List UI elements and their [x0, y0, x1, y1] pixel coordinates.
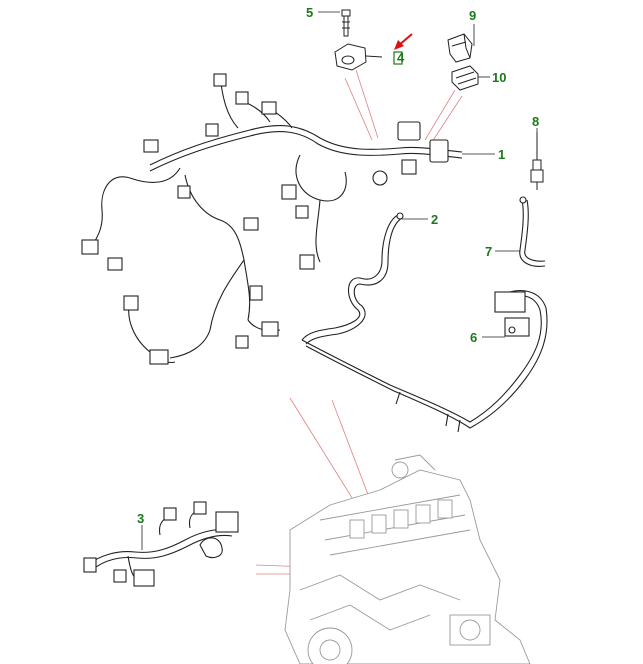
- callout-4: 4: [397, 50, 405, 65]
- part-9-connector-cover[interactable]: [447, 33, 473, 63]
- part-2-ground-cable[interactable]: [301, 212, 404, 345]
- callout-leaders: [141, 11, 538, 550]
- part-7-cable[interactable]: [519, 196, 546, 267]
- part-10-connector[interactable]: [451, 65, 479, 91]
- callout-8: 8: [532, 114, 539, 129]
- callout-3: 3: [137, 511, 144, 526]
- callout-1: 1: [498, 147, 505, 162]
- part-8-sensor[interactable]: [530, 132, 544, 190]
- part-5-bolt[interactable]: [341, 9, 351, 37]
- part-3-injector-harness[interactable]: [83, 501, 239, 587]
- engine-block: [284, 454, 531, 664]
- part-4-bracket[interactable]: [334, 43, 403, 71]
- part-6-battery-cable[interactable]: [301, 290, 548, 433]
- callout-5: 5: [306, 5, 313, 20]
- callout-7: 7: [485, 244, 492, 259]
- part-1-main-harness[interactable]: [81, 73, 463, 365]
- callout-9: 9: [469, 8, 476, 23]
- callout-10: 10: [492, 70, 506, 85]
- callout-2: 2: [431, 212, 438, 227]
- callout-labels: 5 4 9 10 1 8 2 7 6 3: [137, 5, 539, 526]
- callout-6: 6: [470, 330, 477, 345]
- highlight-arrow: [394, 33, 413, 50]
